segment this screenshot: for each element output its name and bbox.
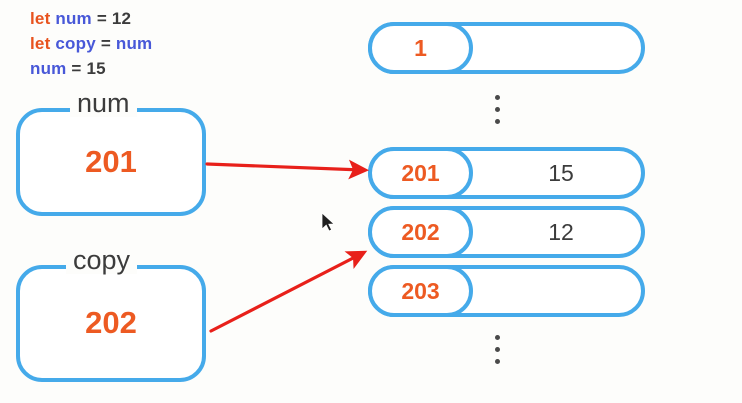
ellipsis-dot (494, 335, 500, 340)
memory-ellipsis-top (493, 95, 501, 124)
arrow-copy-to-202 (209, 250, 368, 333)
code-line-3: num = 15 (30, 56, 152, 81)
memory-row: 201 15 (368, 147, 645, 199)
memory-value-text: 15 (548, 160, 574, 186)
ellipsis-dot (494, 347, 500, 352)
memory-row: 203 (368, 265, 645, 317)
memory-value-text (477, 26, 645, 70)
memory-address-cell: 203 (368, 265, 473, 317)
memory-address-text: 203 (401, 278, 440, 304)
code-value: 12 (111, 9, 132, 28)
code-operator: = (100, 34, 111, 53)
arrow-num-to-201 (205, 159, 370, 180)
ellipsis-dot (494, 119, 500, 124)
mouse-cursor-icon (321, 212, 335, 232)
code-identifier: num (55, 9, 92, 28)
code-snippet: let num = 12 let copy = num num = 15 (30, 6, 152, 81)
code-keyword: let (30, 9, 51, 28)
memory-address-text: 201 (401, 160, 440, 186)
memory-address-text: 1 (414, 35, 427, 61)
memory-row: 202 12 (368, 206, 645, 258)
memory-value-text: 12 (548, 219, 574, 245)
variable-value-num: 201 (85, 144, 137, 179)
code-line-2: let copy = num (30, 31, 152, 56)
variable-value-copy: 202 (85, 305, 137, 340)
memory-address-cell: 201 (368, 147, 473, 199)
code-identifier: copy (55, 34, 96, 53)
ellipsis-dot (494, 95, 500, 100)
memory-ellipsis-bottom (493, 335, 501, 364)
memory-address-cell: 202 (368, 206, 473, 258)
code-operator: = (71, 59, 82, 78)
memory-address-text: 202 (401, 219, 440, 245)
code-operator: = (96, 9, 107, 28)
code-value: 15 (86, 59, 106, 78)
code-line-1: let num = 12 (30, 6, 152, 31)
memory-value-text (477, 269, 645, 313)
code-identifier: num (30, 59, 67, 78)
variable-label-num: num (70, 89, 137, 117)
ellipsis-dot (494, 359, 500, 364)
memory-row: 1 (368, 22, 645, 74)
variable-label-copy: copy (66, 246, 138, 274)
ellipsis-dot (494, 107, 500, 112)
memory-address-cell: 1 (368, 22, 473, 74)
variable-box-copy (16, 265, 206, 382)
code-keyword: let (30, 34, 51, 53)
code-value: num (115, 34, 153, 53)
